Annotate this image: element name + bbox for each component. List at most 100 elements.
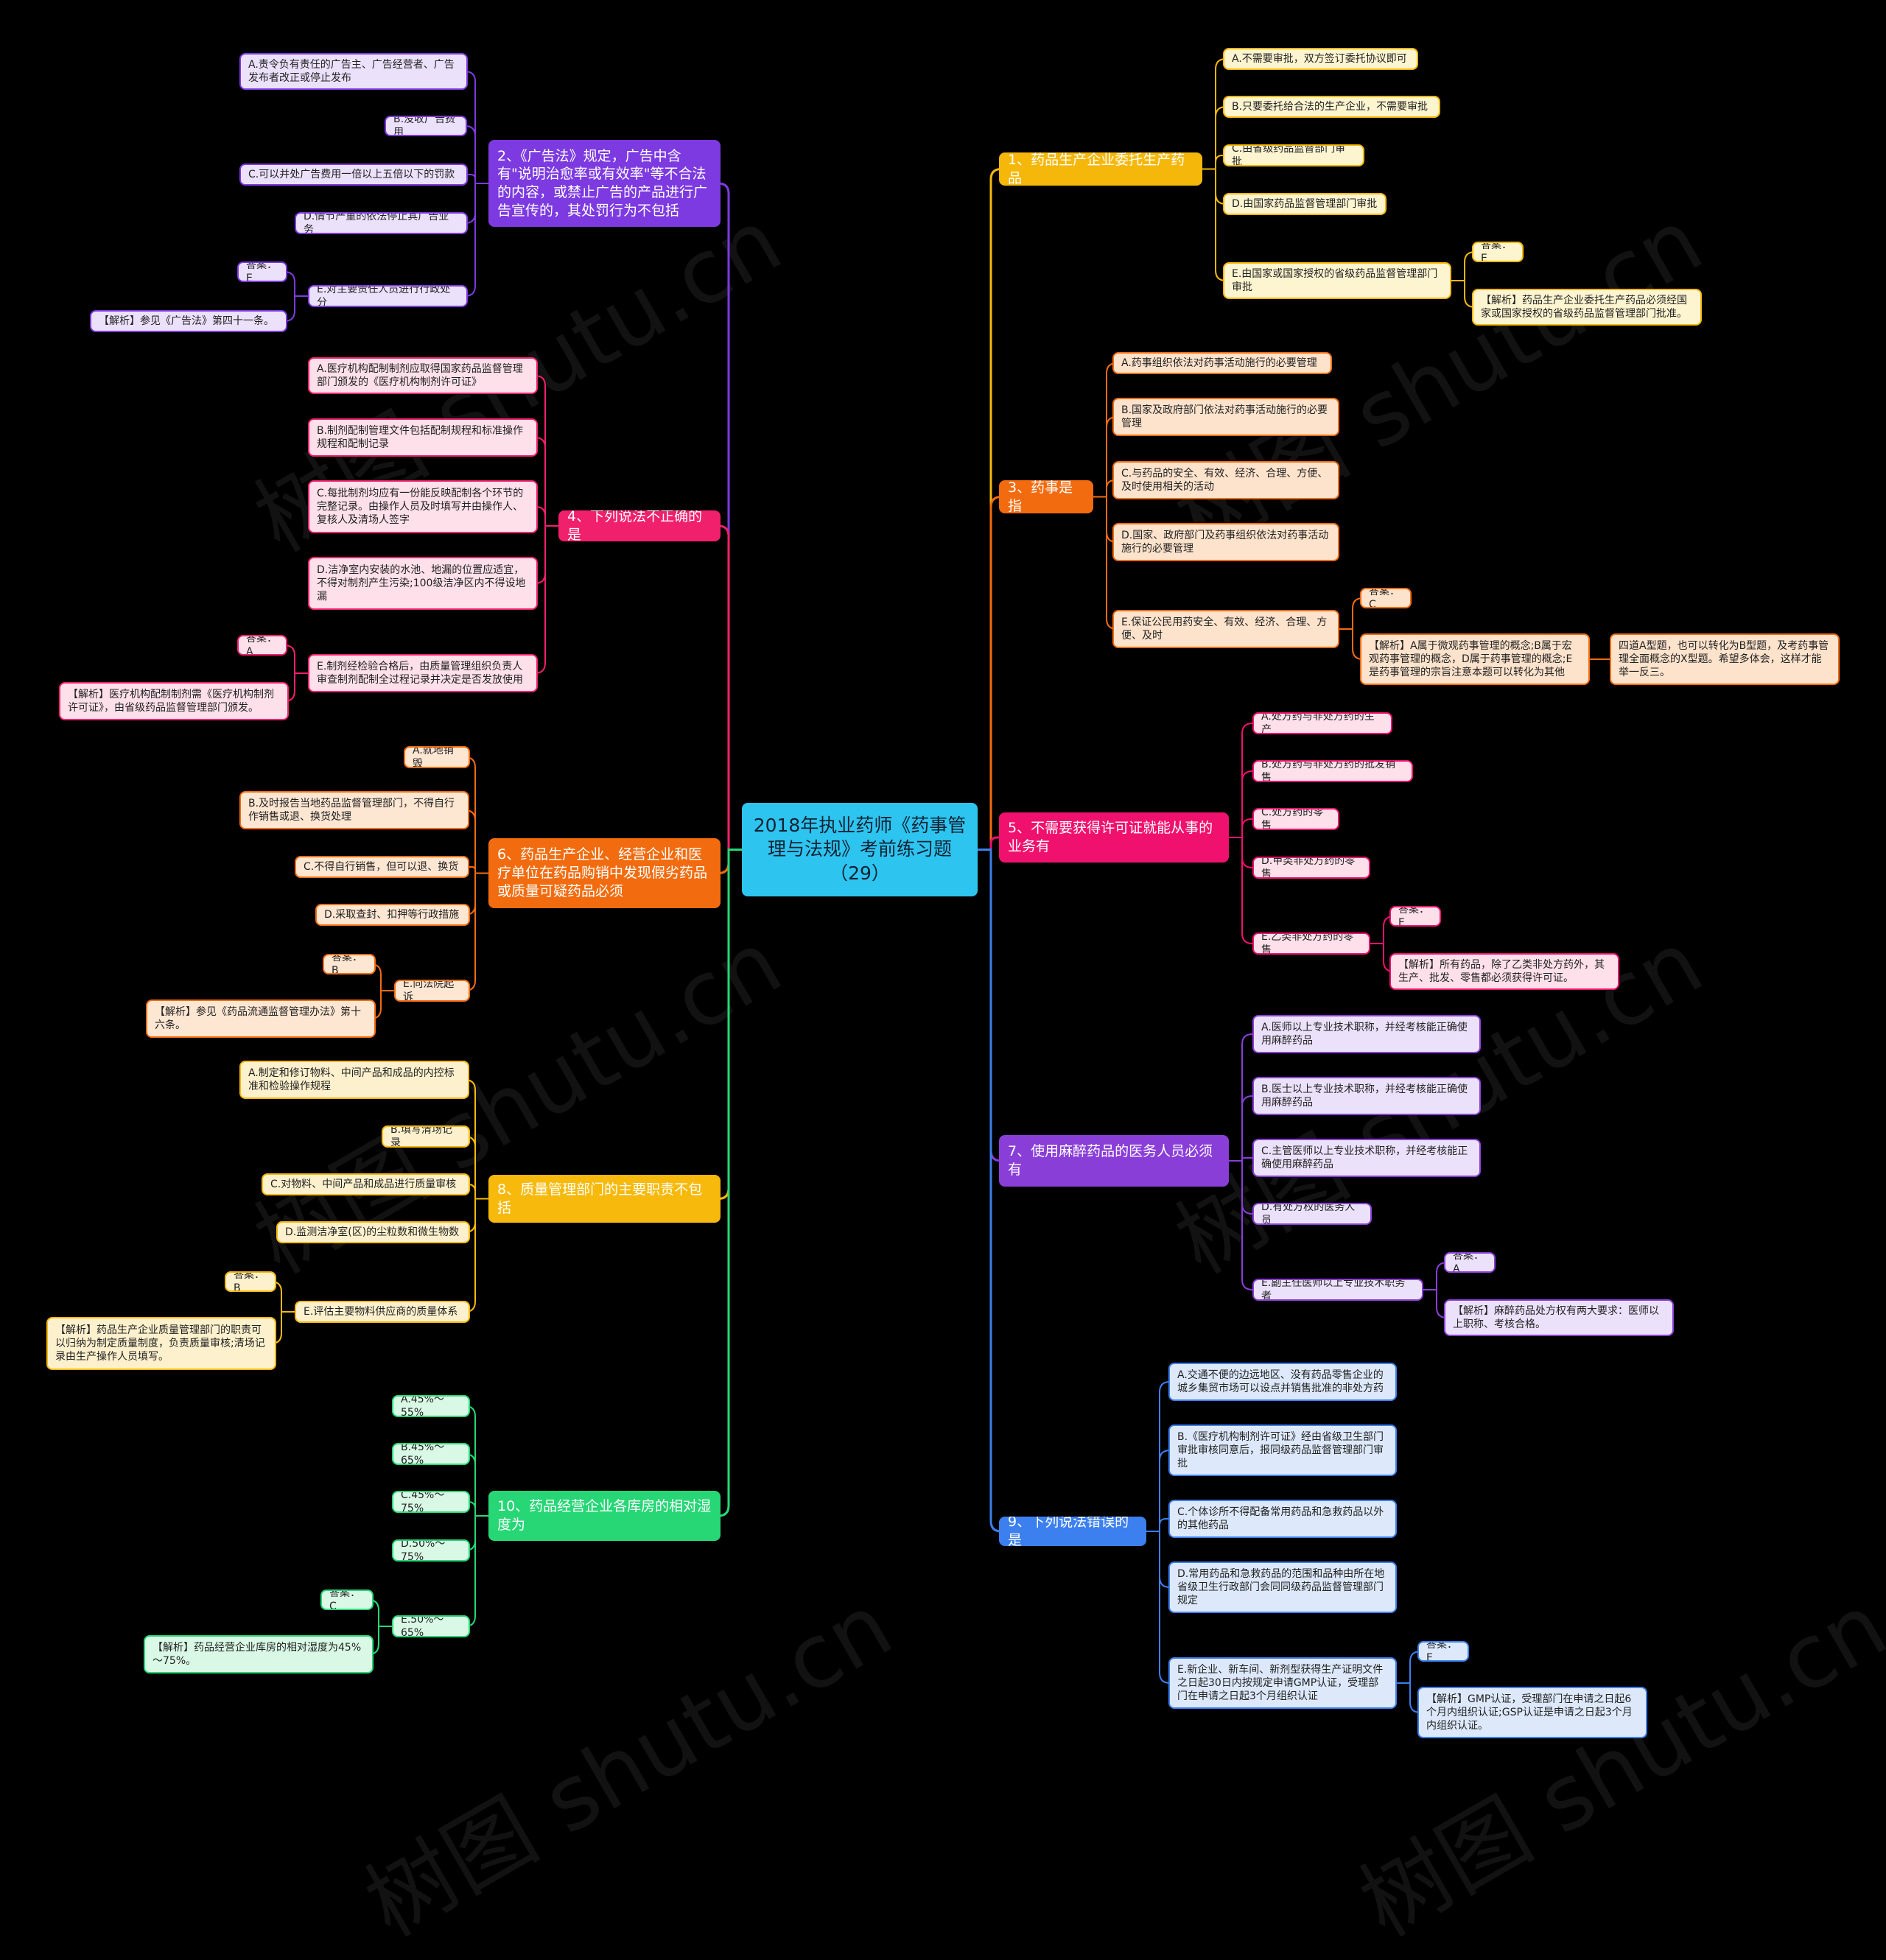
q2-analysis[interactable]: 【解析】参见《广告法》第四十一条。 (90, 310, 287, 332)
q8-question-topic[interactable]: 8、质量管理部门的主要职责不包括 (488, 1175, 721, 1223)
q7-answer[interactable]: 答案：A (1444, 1252, 1496, 1273)
q9-option-a[interactable]: A.交通不便的边远地区、没有药品零售企业的城乡集贸市场可以设点并销售批准的非处方… (1168, 1363, 1397, 1401)
q3-option-c[interactable]: C.与药品的安全、有效、经济、合理、方便、及时使用相关的活动 (1112, 461, 1339, 499)
q1-question-topic[interactable]: 1、药品生产企业委托生产药品 (999, 152, 1202, 186)
q9-analysis[interactable]: 【解析】GMP认证，受理部门在申请之日起6个月内组织认证;GSP认证是申请之日起… (1417, 1687, 1647, 1738)
q4-option-e[interactable]: E.制剂经检验合格后，由质量管理组织负责人审查制剂配制全过程记录并决定是否发放使… (308, 654, 538, 692)
q10-option-e[interactable]: E.50%～65% (392, 1615, 470, 1637)
q3-option-d[interactable]: D.国家、政府部门及药事组织依法对药事活动施行的必要管理 (1112, 523, 1339, 561)
q9-option-e[interactable]: E.新企业、新车间、新剂型获得生产证明文件之日起30日内按规定申请GMP认证，受… (1168, 1657, 1397, 1709)
q9-question-topic[interactable]: 9、下列说法错误的是 (999, 1517, 1146, 1546)
q2-option-b[interactable]: B.没收广告费用 (385, 116, 467, 136)
q3-analysis[interactable]: 【解析】A属于微观药事管理的概念;B属于宏观药事管理的概念，D属于药事管理的概念… (1360, 633, 1590, 685)
q10-option-c[interactable]: C.45%～75% (392, 1491, 470, 1513)
q10-analysis[interactable]: 【解析】药品经营企业库房的相对湿度为45%～75%。 (144, 1635, 374, 1673)
q5-option-c[interactable]: C.处方药的零售 (1252, 808, 1339, 830)
connector-q3-title (978, 496, 1002, 851)
q5-answer[interactable]: 答案：E (1389, 906, 1441, 927)
connector-q2-a (464, 71, 488, 184)
q1-analysis[interactable]: 【解析】药品生产企业委托生产药品必须经国家或国家授权的省级药品监督管理部门批准。 (1472, 289, 1702, 326)
connector-q9-c (1146, 1518, 1168, 1532)
q5-question-topic[interactable]: 5、不需要获得许可证就能从事的业务有 (999, 812, 1229, 863)
q7-option-e[interactable]: E.副主任医师以上专业技术职务者 (1252, 1279, 1423, 1301)
q5-option-b[interactable]: B.处方药与非处方药的批发销售 (1252, 760, 1413, 782)
q1-option-d[interactable]: D.由国家药品监督管理部门审批 (1223, 193, 1387, 215)
q4-option-c[interactable]: C.每批制剂均应有一份能反映配制各个环节的完整记录。由操作人员及时填写并由操作人… (308, 480, 538, 533)
q2-answer[interactable]: 答案：E (237, 261, 287, 282)
q1-option-c[interactable]: C.由省级药品监督部门审批 (1223, 144, 1364, 166)
q4-answer[interactable]: 答案：A (237, 635, 287, 656)
q6-analysis[interactable]: 【解析】参见《药品流通监督管理办法》第十六条。 (146, 1000, 376, 1038)
q4-option-a[interactable]: A.医疗机构配制制剂应取得国家药品监督管理部门颁发的《医疗机构制剂许可证》 (308, 357, 538, 394)
q8-option-e[interactable]: E.评估主要物料供应商的质量体系 (295, 1301, 470, 1323)
q1-option-e[interactable]: E.由国家或国家授权的省级药品监督管理部门审批 (1223, 262, 1451, 299)
connector-q8-c (468, 1184, 488, 1200)
q8-answer[interactable]: 答案：B (225, 1271, 276, 1292)
q6-option-a[interactable]: A.就地销毁 (404, 746, 470, 768)
q6-answer[interactable]: 答案：B (323, 954, 376, 974)
connector-q4-c (535, 506, 558, 527)
q8-option-b[interactable]: B.填写清场记录 (382, 1125, 470, 1148)
connector-q6-title (718, 849, 742, 874)
q6-option-e[interactable]: E.向法院起诉 (394, 980, 470, 1002)
q10-option-a[interactable]: A.45%～55% (392, 1395, 470, 1417)
q3-question-topic[interactable]: 3、药事是指 (999, 480, 1093, 513)
q2-option-e[interactable]: E.对主要责任人员进行行政处分 (308, 285, 468, 307)
q2-option-c[interactable]: C.可以并处广告费用一倍以上五倍以下的罚款 (239, 164, 468, 186)
q3-option-a[interactable]: A.药事组织依法对药事活动施行的必要管理 (1112, 352, 1332, 374)
q5-option-d[interactable]: D.甲类非处方药的零售 (1252, 857, 1370, 879)
q1-option-a[interactable]: A.不需要审批，双方签订委托协议即可 (1223, 48, 1418, 70)
q10-question-topic[interactable]: 10、药品经营企业各库房的相对湿度为 (488, 1491, 721, 1541)
connector-q5-b (1229, 770, 1253, 838)
q9-option-d[interactable]: D.常用药品和急救药品的范围和品种由所在地省级卫生行政部门会同同级药品监督管理部… (1168, 1562, 1397, 1613)
q5-analysis[interactable]: 【解析】所有药品，除了乙类非处方药外，其生产、批发、零售都必须获得许可证。 (1389, 953, 1619, 990)
q7-analysis[interactable]: 【解析】麻醉药品处方权有两大要求：医师以上职称、考核合格。 (1444, 1299, 1674, 1336)
connector-q7-e (1229, 1160, 1253, 1290)
q5-option-e[interactable]: E.乙类非处方药的零售 (1252, 932, 1370, 955)
connector-q2-c (468, 174, 488, 184)
q4-option-d[interactable]: D.洁净室内安装的水池、地漏的位置应适宜，不得对制剂产生污染;100级洁净区内不… (308, 557, 538, 610)
q3-option-b[interactable]: B.国家及政府部门依法对药事活动施行的必要管理 (1112, 398, 1339, 436)
q7-option-a[interactable]: A.医师以上专业技术职称，并经考核能正确使用麻醉药品 (1252, 1015, 1481, 1053)
connector-q1-e (1202, 168, 1227, 281)
q7-option-b[interactable]: B.医士以上专业技术职称，并经考核能正确使用麻醉药品 (1252, 1077, 1481, 1115)
q3-analysis-note[interactable]: 四道A型题，也可以转化为B型题，及考药事管理全面概念的X型题。希望多体会，这样才… (1610, 633, 1840, 685)
q9-answer[interactable]: 答案：E (1417, 1641, 1469, 1662)
q10-option-b[interactable]: B.45%～65% (392, 1443, 470, 1465)
root-topic[interactable]: 2018年执业药师《药事管理与法规》考前练习题（29） (742, 803, 978, 896)
q9-option-b[interactable]: B.《医疗机构制剂许可证》经由省级卫生部门审批审核同意后，报同级药品监督管理部门… (1168, 1425, 1397, 1476)
q4-option-b[interactable]: B.制剂配制管理文件包括配制规程和标准操作规程和配制记录 (308, 418, 538, 457)
q3-answer[interactable]: 答案：C (1360, 588, 1412, 608)
q8-option-c[interactable]: C.对物料、中间产品和成品进行质量审核 (262, 1173, 470, 1195)
q10-answer[interactable]: 答案：C (320, 1590, 374, 1610)
q10-option-d[interactable]: D.50%～75% (392, 1539, 470, 1562)
q7-option-c[interactable]: C.主管医师以上专业技术职称，并经考核能正确使用麻醉药品 (1252, 1139, 1481, 1177)
q6-option-c[interactable]: C.不得自行销售，但可以退、换货 (295, 856, 469, 878)
connector-q4-answer (284, 644, 308, 674)
q8-analysis[interactable]: 【解析】药品生产企业质量管理部门的职责可以归纳为制定质量制度，负责质量审核;清场… (46, 1317, 276, 1370)
connector-q7-a (1229, 1033, 1253, 1162)
q6-option-b[interactable]: B.及时报告当地药品监督管理部门，不得自行作销售或退、换货处理 (239, 791, 469, 829)
connector-q7-d (1229, 1160, 1253, 1215)
q4-question-topic[interactable]: 4、下列说法不正确的是 (558, 510, 721, 541)
connector-q7-c (1229, 1157, 1252, 1162)
q7-option-d[interactable]: D.有处方权的医务人员 (1252, 1203, 1372, 1225)
q2-option-d[interactable]: D.情节严重的依法停止其广告业务 (295, 212, 468, 234)
q6-question-topic[interactable]: 6、药品生产企业、经营企业和医疗单位在药品购销中发现假劣药品或质量可疑药品必须 (488, 838, 721, 908)
q2-question-topic[interactable]: 2、《广告法》规定，广告中含有"说明治愈率或有效率"等不合法的内容，或禁止广告的… (488, 140, 721, 227)
q1-option-b[interactable]: B.只要委托给合法的生产企业，不需要审批 (1223, 96, 1440, 118)
connector-q9-title (978, 849, 1002, 1533)
q6-option-d[interactable]: D.采取查封、扣押等行政措施 (315, 904, 470, 926)
q1-answer[interactable]: 答案：E (1472, 242, 1524, 262)
connector-q4-title (718, 524, 742, 851)
connector-q4-b (534, 437, 558, 527)
q7-question-topic[interactable]: 7、使用麻醉药品的医务人员必须有 (999, 1135, 1229, 1187)
q4-analysis[interactable]: 【解析】医疗机构配制制剂需《医疗机构制剂许可证》，由省级药品监督管理部门颁发。 (59, 682, 289, 720)
q8-option-a[interactable]: A.制定和修订物料、中间产品和成品的内控标准和检验操作规程 (239, 1061, 469, 1099)
q2-option-a[interactable]: A.责令负有责任的广告主、广告经营者、广告发布者改正或停止发布 (239, 53, 468, 90)
q8-option-d[interactable]: D.监测洁净室(区)的尘粒数和微生物数 (276, 1221, 470, 1243)
q3-option-e[interactable]: E.保证公民用药安全、有效、经济、合理、方便、及时 (1112, 610, 1339, 648)
q9-option-c[interactable]: C.个体诊所不得配备常用药品和急救药品以外的其他药品 (1168, 1500, 1397, 1538)
connector-q10-e (464, 1515, 488, 1627)
q5-option-a[interactable]: A.处方药与非处方药的生产 (1252, 712, 1392, 734)
